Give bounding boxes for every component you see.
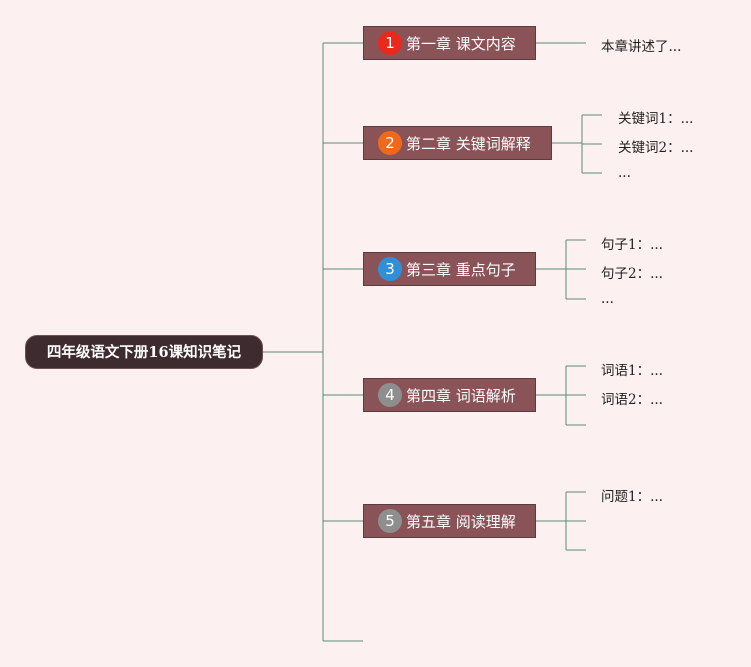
chapter-3-item-2[interactable]: 句子2：... bbox=[601, 266, 663, 282]
chapter-3-item-1[interactable]: 句子1：... bbox=[601, 237, 663, 253]
chapter-3-item-3[interactable]: ... bbox=[601, 291, 614, 307]
chapter-1-node[interactable]: 1 第一章 课文内容 bbox=[363, 26, 536, 60]
number-badge-icon: 3 bbox=[378, 257, 402, 281]
chapter-label: 第四章 词语解析 bbox=[406, 386, 516, 405]
chapter-5-node[interactable]: 5 第五章 阅读理解 bbox=[363, 504, 536, 538]
chapter-3-node[interactable]: 3 第三章 重点句子 bbox=[363, 252, 536, 286]
chapter-2-node[interactable]: 2 第二章 关键词解释 bbox=[363, 126, 552, 160]
chapter-4-node[interactable]: 4 第四章 词语解析 bbox=[363, 378, 536, 412]
chapter-label: 第一章 课文内容 bbox=[406, 34, 516, 53]
chapter-4-item-1[interactable]: 词语1：... bbox=[601, 363, 663, 379]
chapter-2-item-2[interactable]: 关键词2：... bbox=[618, 140, 694, 156]
chapter-label: 第五章 阅读理解 bbox=[406, 512, 516, 531]
number-badge-icon: 4 bbox=[378, 383, 402, 407]
root-topic[interactable]: 四年级语文下册16课知识笔记 bbox=[25, 335, 263, 369]
number-badge-icon: 2 bbox=[378, 131, 402, 155]
chapter-label: 第二章 关键词解释 bbox=[406, 134, 531, 153]
number-badge-icon: 5 bbox=[378, 509, 402, 533]
chapter-label: 第三章 重点句子 bbox=[406, 260, 516, 279]
chapter-1-item-1[interactable]: 本章讲述了... bbox=[601, 39, 682, 55]
chapter-5-item-1[interactable]: 问题1：... bbox=[601, 489, 663, 505]
chapter-2-item-1[interactable]: 关键词1：... bbox=[618, 111, 694, 127]
chapter-4-item-2[interactable]: 词语2：... bbox=[601, 392, 663, 408]
number-badge-icon: 1 bbox=[378, 31, 402, 55]
chapter-2-item-3[interactable]: ... bbox=[618, 165, 631, 181]
